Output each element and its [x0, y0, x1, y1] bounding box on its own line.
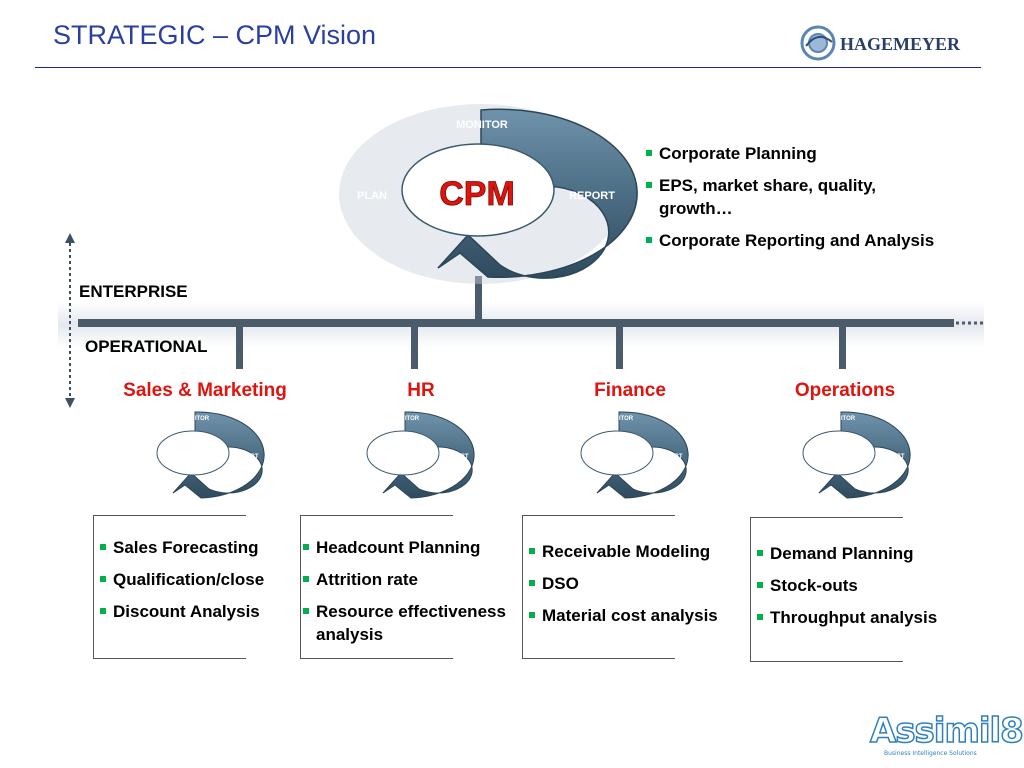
connector-sales: [236, 325, 243, 369]
assimil8-tagline: Business Intelligence Solutions: [884, 750, 977, 757]
dept-cycle-report-label: REPORT: [657, 454, 682, 460]
dept-bullets: Receivable Modeling DSO Material cost an…: [529, 540, 744, 636]
dept-bullets: Sales Forecasting Qualification/close Di…: [100, 536, 340, 632]
assimil8-logo-text: Assimil8: [869, 711, 1024, 751]
cpm-report-label: REPORT: [569, 190, 615, 202]
dept-cycle-report-label: REPORT: [879, 454, 904, 460]
title-divider: [35, 67, 981, 68]
dept-cycle-monitor-label: MONITOR: [605, 416, 634, 422]
dept-name-sales: Sales & Marketing: [123, 380, 287, 401]
cpm-center-label: CPM: [439, 175, 515, 213]
connector-finance: [616, 325, 623, 369]
dept-cycle-plan-label: PLAN: [346, 454, 362, 460]
dept-bullet: Headcount Planning: [303, 536, 528, 559]
dept-cycle-report-label: REPORT: [233, 454, 258, 460]
dept-box-sales: Sales Forecasting Qualification/close Di…: [93, 515, 264, 659]
hagemeyer-logo: HAGEMEYER: [800, 25, 961, 61]
dept-bullet: Stock-outs: [757, 574, 982, 597]
cpm-plan-label: PLAN: [357, 190, 387, 202]
dept-cycle-plan-label: PLAN: [782, 454, 798, 460]
operational-label: OPERATIONAL: [85, 337, 208, 356]
dept-bullet: Discount Analysis: [100, 600, 340, 623]
dept-cycle-monitor-label: MONITOR: [391, 416, 420, 422]
dept-box-operations: Demand Planning Stock-outs Throughput an…: [750, 517, 937, 662]
dept-cycle-monitor-label: MONITOR: [181, 416, 210, 422]
dept-name-finance: Finance: [594, 380, 666, 401]
dept-bullet: Throughput analysis: [757, 606, 982, 629]
cpm-cycle: MONITOR PLAN REPORT CPM: [339, 104, 638, 284]
dept-cycle-0: MONITOR PLAN REPORT: [136, 411, 265, 499]
dept-cycle-report-label: REPORT: [443, 454, 468, 460]
dept-bullet: Attrition rate: [303, 568, 528, 591]
dept-cycle-monitor-label: MONITOR: [827, 416, 856, 422]
dept-name-hr: HR: [407, 380, 435, 401]
dept-cycle-3: MONITOR PLAN REPORT: [782, 411, 911, 499]
dept-bullets: Demand Planning Stock-outs Throughput an…: [757, 542, 982, 638]
hagemeyer-logo-text: HAGEMEYER: [840, 34, 961, 54]
dept-bullet: Demand Planning: [757, 542, 982, 565]
corporate-bullet: Corporate Reporting and Analysis: [646, 229, 936, 252]
dept-cycle-plan-label: PLAN: [136, 454, 152, 460]
dept-bullet: Qualification/close: [100, 568, 340, 591]
dept-cycle-2: MONITOR PLAN REPORT: [560, 411, 689, 499]
assimil8-logo: Assimil8 Business Intelligence Solutions: [869, 711, 1024, 762]
slide-title: STRATEGIC – CPM Vision: [53, 20, 377, 50]
dept-bullets: Headcount Planning Attrition rate Resour…: [303, 536, 528, 655]
dept-cycle-plan-label: PLAN: [560, 454, 576, 460]
corporate-bullet: Corporate Planning: [646, 142, 936, 165]
dept-bullet: Resource effectiveness analysis: [303, 600, 528, 646]
dept-bullet: DSO: [529, 572, 744, 595]
corporate-bullet: EPS, market share, quality, growth…: [646, 174, 936, 220]
dept-box-hr: Headcount Planning Attrition rate Resour…: [300, 515, 506, 659]
dept-cycle-1: MONITOR PLAN REPORT: [346, 411, 475, 499]
corporate-bullets: Corporate Planning EPS, market share, qu…: [646, 142, 936, 261]
cpm-connector: [475, 276, 482, 322]
level-arrow-icon: [65, 233, 75, 408]
dept-bullet: Sales Forecasting: [100, 536, 340, 559]
dept-bullet: Receivable Modeling: [529, 540, 744, 563]
enterprise-label: ENTERPRISE: [79, 282, 188, 301]
cpm-monitor-label: MONITOR: [456, 119, 508, 131]
org-bus-bar: [78, 319, 954, 327]
dept-bullet: Material cost analysis: [529, 604, 744, 627]
dept-name-operations: Operations: [794, 380, 896, 401]
dept-box-finance: Receivable Modeling DSO Material cost an…: [522, 515, 718, 659]
connector-operations: [839, 325, 846, 369]
connector-hr: [411, 325, 418, 369]
